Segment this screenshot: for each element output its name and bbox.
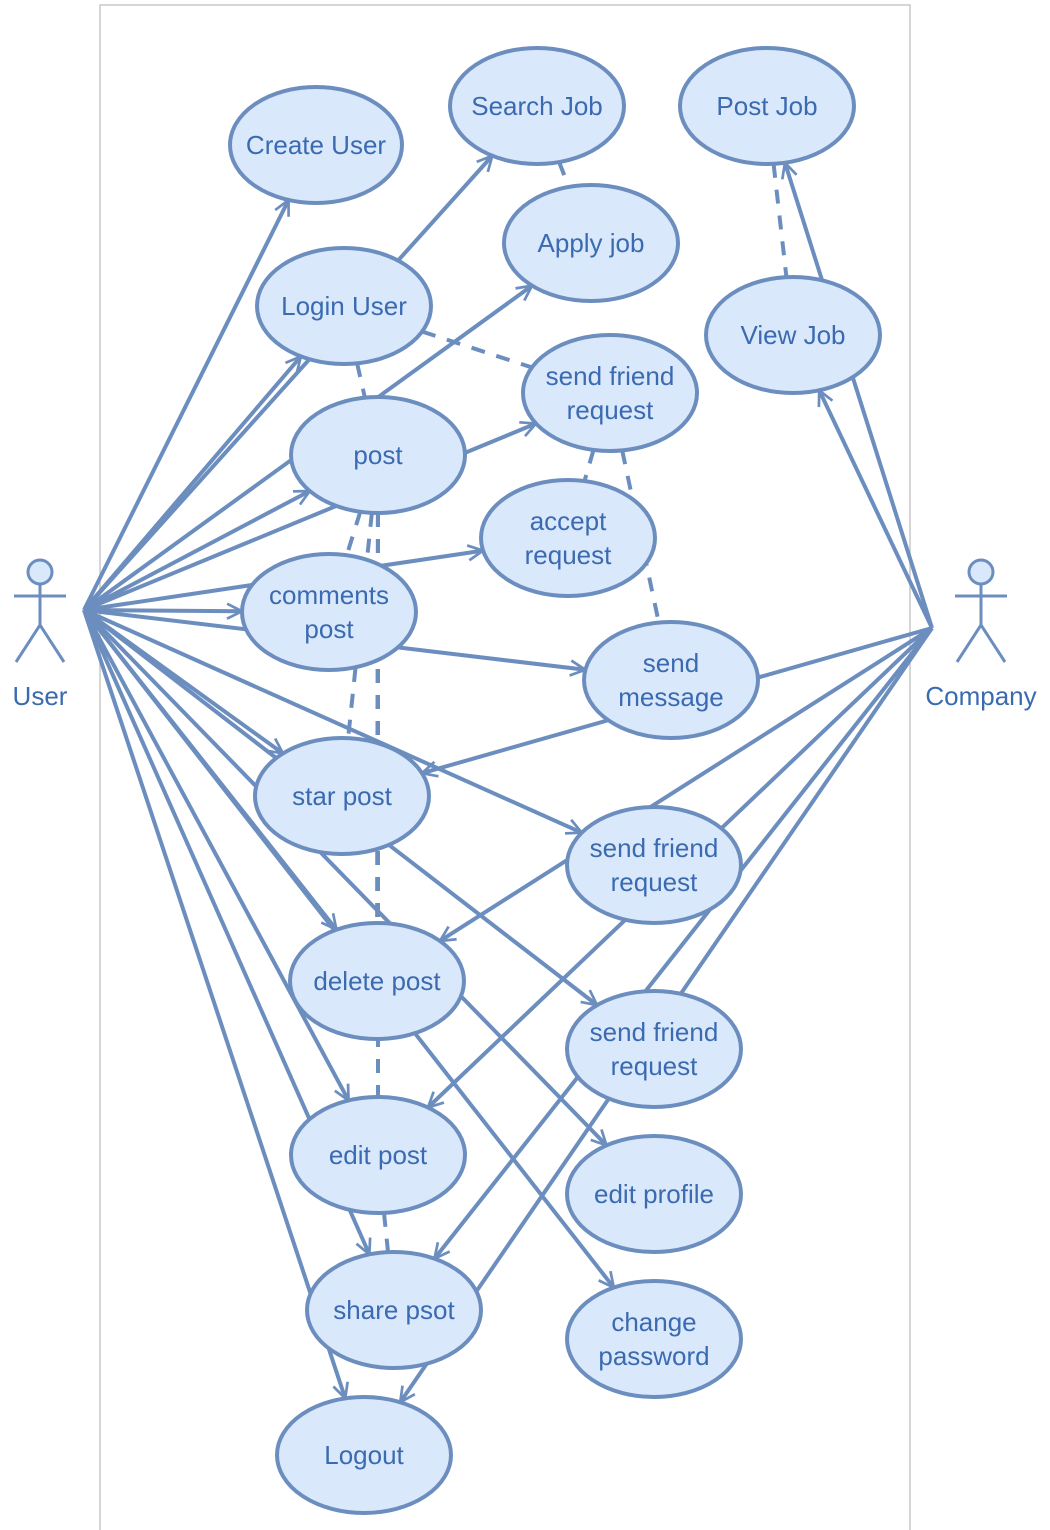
dependency-search-job-to-apply-job — [557, 161, 571, 188]
use-case-ellipse — [565, 805, 743, 925]
use-case-send-friend-request-1: send friend request — [521, 333, 699, 453]
use-case-ellipse — [253, 736, 431, 856]
use-case-ellipse — [502, 183, 680, 303]
user-actor-left-leg — [14, 624, 42, 663]
use-case-label: Login User — [281, 291, 407, 321]
use-case-star-post: star post — [253, 736, 431, 856]
use-case-ellipse — [565, 1279, 743, 1399]
use-case-label: request — [525, 540, 612, 570]
use-case-label: delete post — [313, 966, 441, 996]
use-case-ellipse — [582, 620, 760, 740]
use-case-ellipse — [289, 395, 467, 515]
company-actor-head — [967, 558, 995, 586]
use-case-label: star post — [292, 781, 392, 811]
use-case-comments-post: comments post — [240, 552, 418, 672]
use-case-login-user: Login User — [255, 246, 433, 366]
use-case-edit-profile: edit profile — [565, 1134, 743, 1254]
use-case-label: send friend — [546, 361, 675, 391]
use-case-label: password — [598, 1341, 709, 1371]
use-case-label: edit post — [329, 1140, 428, 1170]
use-case-accept-request: accept request — [479, 478, 657, 598]
use-case-ellipse — [288, 921, 466, 1041]
use-case-label: request — [611, 1051, 698, 1081]
association-company-to-post-job — [785, 163, 934, 629]
use-case-label: Apply job — [538, 228, 645, 258]
use-case-send-friend-request-3: send friend request — [565, 989, 743, 1109]
use-case-apply-job: Apply job — [502, 183, 680, 303]
use-case-label: post — [353, 440, 403, 470]
use-case-ellipse — [565, 989, 743, 1109]
use-case-label: edit profile — [594, 1179, 714, 1209]
use-case-label: post — [304, 614, 354, 644]
use-case-label: request — [611, 867, 698, 897]
association-company-to-share-post — [434, 626, 934, 1259]
use-case-ellipse — [228, 85, 404, 205]
use-case-ellipse — [521, 333, 699, 453]
association-company-to-view-job — [817, 390, 934, 629]
use-case-label: change — [611, 1307, 696, 1337]
use-case-post-job: Post Job — [678, 46, 856, 166]
use-case-ellipse — [275, 1395, 453, 1515]
use-case-send-message: send message — [582, 620, 760, 740]
company-actor-right-leg — [979, 624, 1007, 663]
association-user-to-edit-post — [82, 609, 351, 1100]
use-case-view-job: View Job — [704, 275, 882, 395]
user-actor-right-leg — [38, 624, 66, 663]
use-case-send-friend-request-2: send friend request — [565, 805, 743, 925]
use-case-share-post: share psot — [305, 1250, 483, 1370]
company-actor-label: Company — [925, 681, 1036, 711]
use-case-label: Search Job — [471, 91, 603, 121]
association-user-to-send-friend-request-2 — [83, 608, 582, 833]
dependency-login-user-to-send-friend-request-1 — [421, 329, 533, 370]
use-case-label: send friend — [590, 833, 719, 863]
use-case-label: View Job — [740, 320, 845, 350]
use-case-ellipse — [565, 1134, 743, 1254]
use-case-ellipse — [289, 1095, 467, 1215]
use-case-ellipse — [255, 246, 433, 366]
use-case-label: request — [567, 395, 654, 425]
dependency-post-to-comments-post — [344, 511, 363, 556]
dependency-login-user-to-post — [355, 362, 367, 399]
association-user-to-post — [83, 489, 310, 612]
use-case-edit-post: edit post — [289, 1095, 467, 1215]
use-case-label: comments — [269, 580, 389, 610]
use-case-ellipse — [240, 552, 418, 672]
association-company-to-delete-post — [440, 626, 934, 943]
use-case-search-job: Search Job — [448, 46, 626, 166]
company-actor-left-leg — [955, 624, 983, 663]
user-actor-head — [26, 558, 54, 586]
dependency-edit-post-to-share-post — [381, 1212, 391, 1253]
use-case-ellipse — [305, 1250, 483, 1370]
use-case-delete-post: delete post — [288, 921, 466, 1041]
use-case-logout: Logout — [275, 1395, 453, 1515]
user-actor: User — [13, 558, 68, 711]
use-case-label: send friend — [590, 1017, 719, 1047]
use-case-label: send — [643, 648, 699, 678]
association-user-to-logout — [82, 609, 345, 1398]
use-case-ellipse — [479, 478, 657, 598]
association-user-to-comments-post — [83, 610, 242, 611]
company-actor: Company — [925, 558, 1037, 711]
use-case-label: Logout — [324, 1440, 404, 1470]
dependency-send-friend-request-1-to-accept-request — [582, 449, 596, 482]
dependency-post-job-to-view-job — [771, 163, 789, 278]
use-case-label: accept — [530, 506, 607, 536]
use-case-label: Post Job — [716, 91, 817, 121]
use-case-label: Create User — [246, 130, 386, 160]
use-case-create-user: Create User — [228, 85, 404, 205]
use-case-change-password: change password — [565, 1279, 743, 1399]
association-user-to-edit-profile — [82, 608, 607, 1145]
use-case-ellipse — [678, 46, 856, 166]
use-case-post: post — [289, 395, 467, 515]
use-case-label: message — [618, 682, 724, 712]
user-actor-label: User — [13, 681, 68, 711]
association-user-to-search-job — [82, 156, 492, 612]
association-user-to-create-user — [82, 200, 291, 611]
use-case-ellipse — [448, 46, 626, 166]
use-case-label: share psot — [333, 1295, 455, 1325]
use-case-ellipse — [704, 275, 882, 395]
